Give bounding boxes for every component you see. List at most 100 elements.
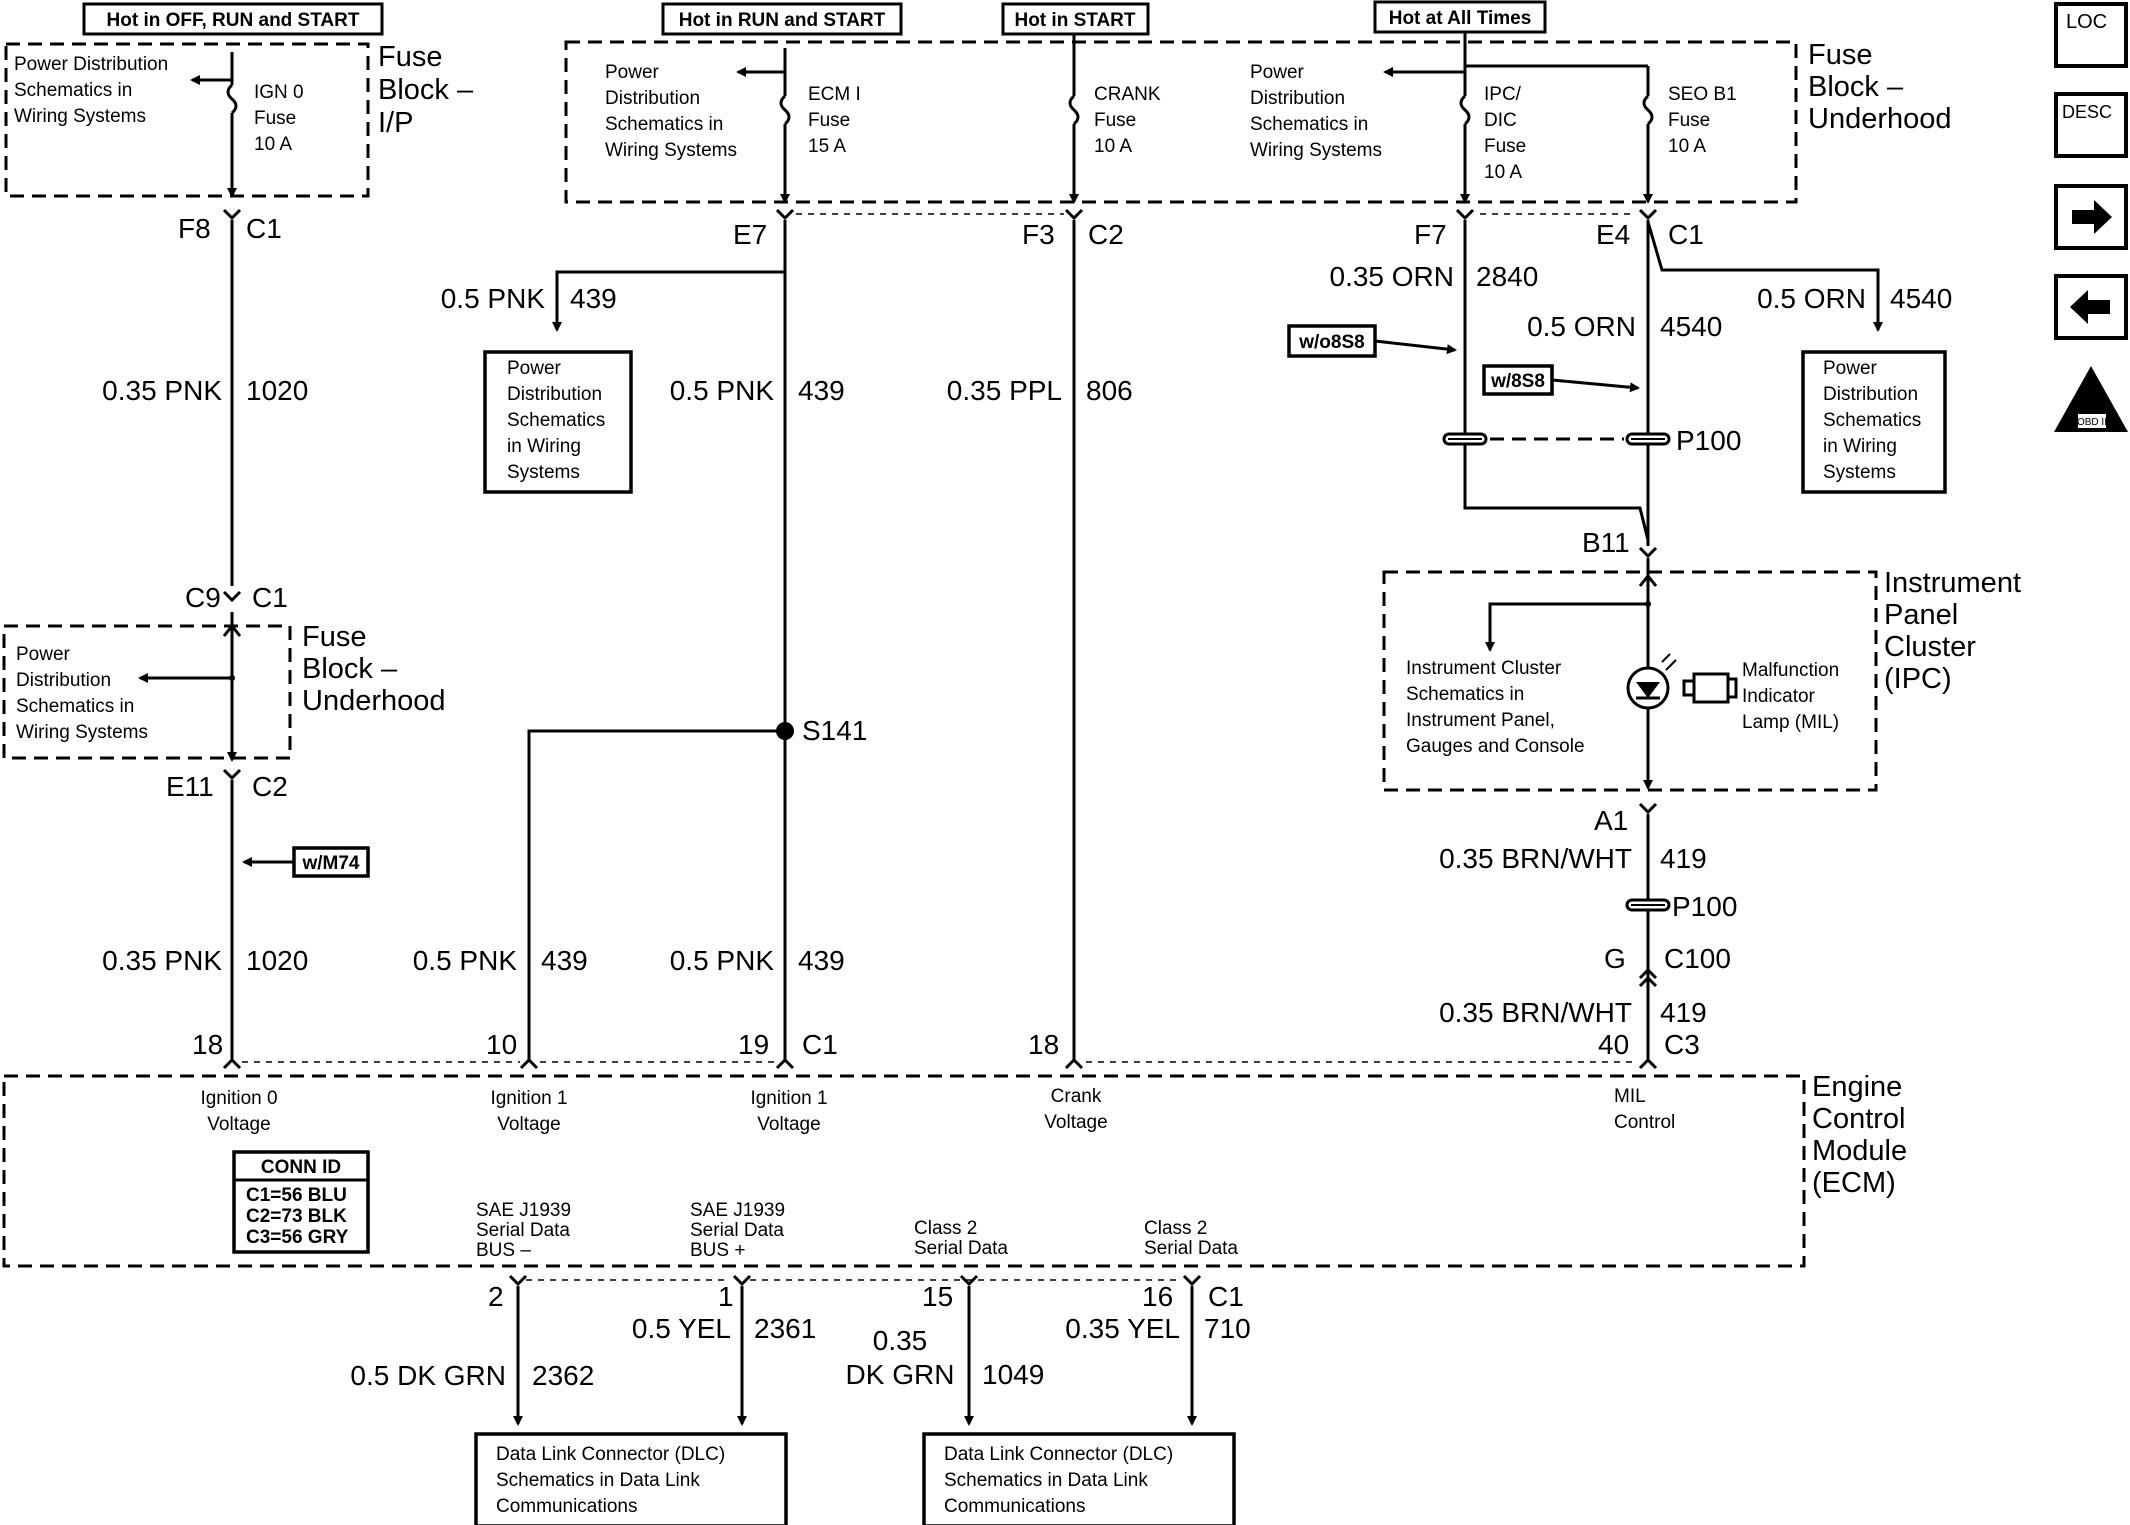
svg-text:CONN ID: CONN ID <box>261 1157 341 1178</box>
option-w8s8: w/8S8 <box>1482 364 1554 396</box>
conn-c1-c9: C1 <box>252 582 288 613</box>
ipc-schematics-reference: Instrument Cluster Schematics in Instrum… <box>1406 658 1585 757</box>
svg-text:BUS +: BUS + <box>690 1240 745 1261</box>
ecm-class2-b: Class 2 Serial Data <box>1144 1218 1238 1259</box>
svg-text:Power Distribution: Power Distribution <box>14 54 168 75</box>
ecm-j1939-bus-minus: SAE J1939 Serial Data BUS – <box>476 1200 571 1261</box>
ecm-ignition0-voltage: Ignition 0 Voltage <box>200 1088 277 1135</box>
svg-text:Ignition 1: Ignition 1 <box>490 1088 567 1109</box>
svg-text:Power: Power <box>1250 62 1305 83</box>
p100-connector-a-icon <box>1442 432 1488 446</box>
ecm-title: Engine <box>1812 1071 1902 1103</box>
fuse-ign0-label: IGN 0 Fuse 10 A <box>254 82 304 155</box>
pin-18-crank: 18 <box>1028 1029 1059 1060</box>
fuse-block-ip-title-3: I/P <box>378 107 413 139</box>
svg-text:Serial Data: Serial Data <box>690 1220 784 1241</box>
ipc-title-4: (IPC) <box>1884 663 1952 695</box>
svg-text:BUS –: BUS – <box>476 1240 531 1261</box>
svg-text:Ignition 1: Ignition 1 <box>750 1088 827 1109</box>
wire-710-circuit: 710 <box>1204 1313 1251 1344</box>
conn-c1-top: C1 <box>246 213 282 244</box>
wire-439-circuit: 439 <box>798 375 845 406</box>
conn-c2-top: C2 <box>1088 219 1124 250</box>
svg-text:Voltage: Voltage <box>207 1114 270 1135</box>
prev-button[interactable] <box>2054 274 2128 340</box>
svg-text:Lamp (MIL): Lamp (MIL) <box>1742 712 1839 733</box>
svg-text:Schematics: Schematics <box>1823 410 1921 431</box>
loc-button[interactable]: LOC <box>2054 2 2128 68</box>
fuse-block-underhood-left-title-3: Underhood <box>302 685 446 717</box>
wire-1049-color-2: DK GRN <box>846 1359 955 1390</box>
obd-ii-icon <box>2054 366 2128 432</box>
ipc-title-2: Panel <box>1884 599 1958 631</box>
svg-text:Schematics in Data Link: Schematics in Data Link <box>496 1470 700 1491</box>
svg-text:C2=73 BLK: C2=73 BLK <box>246 1206 347 1227</box>
svg-text:Schematics: Schematics <box>507 410 605 431</box>
fuse-ecm1-label: ECM I Fuse 15 A <box>808 84 861 157</box>
pds-reference-box-439: Power Distribution Schematics in Wiring … <box>483 350 633 494</box>
svg-text:10 A: 10 A <box>1484 162 1522 183</box>
svg-text:Hot in START: Hot in START <box>1014 10 1135 31</box>
pds-reference-ip: Power Distribution Schematics in Wiring … <box>14 54 168 127</box>
fuse-ipc-label: IPC/ DIC Fuse 10 A <box>1484 84 1526 183</box>
svg-text:w/M74: w/M74 <box>301 853 359 874</box>
pin-10: 10 <box>486 1029 517 1060</box>
dlc-reference-box-left: Data Link Connector (DLC) Schematics in … <box>474 1432 788 1525</box>
p100-connector-lower-icon <box>1625 898 1671 912</box>
loc-button-label: LOC <box>2066 11 2107 33</box>
svg-text:Schematics in Data Link: Schematics in Data Link <box>944 1470 1148 1491</box>
fuse-crank-label: CRANK Fuse 10 A <box>1094 84 1161 157</box>
wire-1049-circuit: 1049 <box>982 1359 1044 1390</box>
wire-1049-color: 0.35 <box>873 1325 928 1356</box>
svg-text:w/8S8: w/8S8 <box>1490 371 1545 392</box>
conn-p100-lower: P100 <box>1672 891 1737 922</box>
conn-c3: C3 <box>1664 1029 1700 1060</box>
wire-439-s141-circuit: 439 <box>541 945 588 976</box>
arrow-right-icon <box>2072 200 2112 234</box>
ecm-box <box>2 1074 1806 1268</box>
svg-text:Fuse: Fuse <box>1668 110 1710 131</box>
ecm-title-4: (ECM) <box>1812 1167 1896 1199</box>
pds-reference-ipc: Power Distribution Schematics in Wiring … <box>1250 62 1382 161</box>
fuse-block-underhood-left-title-2: Block – <box>302 653 398 685</box>
svg-text:Systems: Systems <box>507 462 580 483</box>
pin-40: 40 <box>1598 1029 1629 1060</box>
next-button[interactable] <box>2054 184 2128 250</box>
desc-button[interactable]: DESC <box>2054 92 2128 158</box>
pin-15: 15 <box>922 1281 953 1312</box>
fuse-seo-label: SEO B1 Fuse 10 A <box>1668 84 1737 157</box>
ipc-box <box>1382 570 1878 792</box>
svg-text:IPC/: IPC/ <box>1484 84 1522 105</box>
svg-text:Fuse: Fuse <box>808 110 850 131</box>
svg-text:MIL: MIL <box>1614 1086 1646 1107</box>
desc-button-label: DESC <box>2062 102 2112 122</box>
conn-c1-dlc: C1 <box>1208 1281 1244 1312</box>
wire-2840-circuit: 2840 <box>1476 261 1538 292</box>
pin-2: 2 <box>488 1281 504 1312</box>
svg-text:Voltage: Voltage <box>757 1114 820 1135</box>
conn-f8: F8 <box>178 213 211 244</box>
svg-text:Fuse: Fuse <box>1094 110 1136 131</box>
wire-1020-circuit: 1020 <box>246 375 308 406</box>
pds-reference-left: Power Distribution Schematics in Wiring … <box>16 644 148 743</box>
svg-text:Schematics in: Schematics in <box>605 114 723 135</box>
fuse-block-ip-title-2: Block – <box>378 74 474 106</box>
svg-text:w/o8S8: w/o8S8 <box>1298 332 1364 353</box>
mil-lamp-icon <box>1626 653 1677 710</box>
engine-icon <box>1682 672 1738 704</box>
wire-439-lower-circuit: 439 <box>798 945 845 976</box>
conn-g: G <box>1604 943 1626 974</box>
wire-419-circuit: 419 <box>1660 843 1707 874</box>
svg-text:10 A: 10 A <box>1668 136 1706 157</box>
svg-text:Schematics in: Schematics in <box>1250 114 1368 135</box>
ecm-title-2: Control <box>1812 1103 1906 1135</box>
obd-ii-button[interactable]: OBD II <box>2054 366 2128 432</box>
svg-text:Crank: Crank <box>1051 1086 1102 1107</box>
ecm-crank-voltage: Crank Voltage <box>1044 1086 1107 1133</box>
conn-c9: C9 <box>185 582 221 613</box>
conn-f7: F7 <box>1414 219 1447 250</box>
svg-text:SAE J1939: SAE J1939 <box>476 1200 571 1221</box>
pds-reference-box-4540: Power Distribution Schematics in Wiring … <box>1801 350 1947 494</box>
svg-text:Malfunction: Malfunction <box>1742 660 1839 681</box>
